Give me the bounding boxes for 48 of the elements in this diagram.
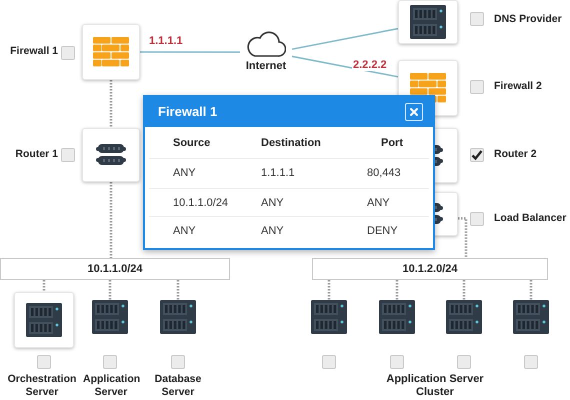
- subnet-label: 10.1.1.0/24: [87, 262, 143, 277]
- dialog-title: Firewall 1: [158, 103, 218, 122]
- table-cell-text: ANY: [173, 224, 196, 239]
- device-tile: [14, 292, 74, 348]
- connector-line: [108, 280, 112, 300]
- device-label: Application Server: [83, 373, 139, 399]
- column-header: Source: [173, 136, 210, 151]
- table-cell-text: ANY: [261, 196, 284, 211]
- connector-line: [396, 280, 398, 300]
- column-header: Port: [381, 136, 403, 151]
- table-cell-text: ANY: [261, 224, 284, 239]
- table-cell-text: 10.1.1.0/24: [173, 196, 228, 211]
- table-cell-text: ANY: [173, 166, 196, 181]
- cluster-label: Application Server Cluster: [385, 373, 485, 399]
- table-cell-text: DENY: [367, 224, 398, 239]
- device-label: Orchestration Server: [6, 373, 78, 399]
- connector-line: [176, 280, 180, 300]
- subnet-bar: [312, 258, 548, 280]
- column-header: Destination: [261, 136, 321, 151]
- node-label: Internet: [246, 61, 286, 72]
- connector-line: [42, 280, 46, 292]
- device-label: Router 1: [14, 148, 58, 161]
- connector-line: [292, 28, 398, 50]
- device-tile: [82, 24, 140, 80]
- connector-line: [458, 217, 468, 258]
- connector-line: [462, 280, 466, 300]
- table-cell-text: ANY: [367, 196, 390, 211]
- connector-line: [292, 56, 398, 78]
- device-label: Router 2: [494, 148, 538, 161]
- subnet-bar: [0, 258, 230, 280]
- connector-line: [110, 182, 112, 258]
- device-label: Database Server: [154, 373, 202, 399]
- device-label: Firewall 2: [494, 80, 543, 93]
- device-label: Firewall 1: [9, 45, 58, 58]
- table-cell-text: 1.1.1.1: [261, 166, 295, 181]
- connector-line: [110, 80, 112, 128]
- edge-label: 2.2.2.2: [352, 60, 388, 71]
- connector-line: [328, 280, 330, 300]
- dialog-window: [143, 95, 435, 250]
- table-cell-text: 80,443: [367, 166, 401, 181]
- device-label: Load Balancer: [494, 212, 568, 225]
- device-label: DNS Provider: [494, 13, 563, 26]
- edge-label: 1.1.1.1: [148, 36, 184, 47]
- connector-line: [140, 51, 240, 53]
- device-tile: [398, 0, 458, 44]
- connector-line: [530, 280, 532, 300]
- device-tile: [82, 128, 140, 182]
- subnet-label: 10.1.2.0/24: [402, 262, 458, 277]
